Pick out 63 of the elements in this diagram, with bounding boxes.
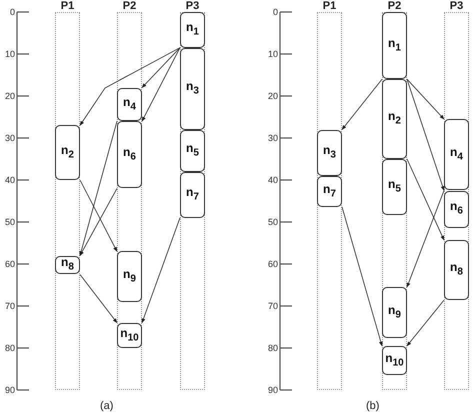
- task-box: n$_{7}$: [317, 176, 342, 207]
- task-box: n$_{5}$: [180, 130, 205, 172]
- lane-label: P3: [184, 0, 200, 12]
- axis-tick-label: 90: [266, 385, 278, 395]
- arrow: [142, 47, 180, 88]
- arrow: [80, 188, 118, 256]
- task-box: n$_{9}$: [382, 287, 407, 338]
- task-box: n$_{1}$: [180, 12, 205, 48]
- task-box: n$_{9}$: [117, 251, 142, 302]
- task-box: n$_{1}$: [382, 12, 407, 80]
- arrow: [80, 274, 118, 324]
- task-box: n$_{8}$: [55, 256, 80, 274]
- panel-caption: (a): [100, 400, 114, 412]
- axis-tick-label: 70: [266, 301, 278, 311]
- lane-label: P2: [386, 0, 402, 12]
- task-box: n$_{4}$: [117, 88, 142, 122]
- axis-tick-label: 30: [4, 133, 15, 143]
- task-box: n$_{6}$: [444, 190, 469, 228]
- axis-tick-label: 30: [266, 133, 278, 143]
- arrow: [342, 206, 383, 346]
- arrow: [142, 217, 180, 324]
- arrow: [406, 158, 444, 240]
- axis-tick-label: 40: [266, 175, 278, 185]
- axis-tick-label: 80: [4, 343, 15, 353]
- axis-tick-label: 20: [266, 91, 278, 101]
- axis-tick-label: 60: [4, 259, 15, 269]
- task-box: n$_{10}$: [382, 346, 407, 375]
- axis-tick-label: 50: [266, 217, 278, 227]
- axis-tick-label: 10: [266, 49, 278, 59]
- task-box: n$_{8}$: [444, 240, 469, 300]
- lane-label: P1: [322, 0, 338, 12]
- arrow: [142, 47, 180, 122]
- axis-tick-label: 20: [4, 91, 15, 101]
- task-box: n$_{4}$: [444, 119, 469, 190]
- axis-tick-label: 0: [8, 7, 15, 17]
- lane-label: P3: [448, 0, 464, 12]
- panel-caption: (b): [366, 400, 380, 412]
- arrow: [342, 78, 382, 130]
- axis-tick-label: 70: [4, 301, 15, 311]
- lane-label: P2: [122, 0, 138, 12]
- axis-tick-label: 60: [266, 259, 278, 269]
- task-box: n$_{2}$: [55, 125, 80, 180]
- task-box: n$_{5}$: [382, 159, 407, 215]
- task-box: n$_{6}$: [117, 121, 142, 188]
- axis-tick-label: 50: [4, 217, 15, 227]
- axis-tick-label: 90: [4, 385, 15, 395]
- task-box: n$_{10}$: [117, 322, 142, 348]
- lane-label: P1: [60, 0, 76, 12]
- axis-tick-label: 40: [4, 175, 15, 185]
- task-box: n$_{7}$: [180, 172, 205, 218]
- axis-tick-label: 0: [272, 7, 278, 17]
- arrow: [79, 120, 118, 256]
- axis-tick-label: 10: [4, 49, 15, 59]
- arrow: [406, 300, 444, 346]
- task-box: n$_{3}$: [180, 48, 205, 130]
- arrow: [406, 190, 444, 288]
- arrow: [80, 47, 180, 126]
- arrow: [80, 180, 118, 252]
- arrow: [406, 78, 444, 120]
- arrow: [406, 78, 444, 191]
- axis-tick-label: 80: [266, 343, 278, 353]
- task-box: n$_{3}$: [317, 130, 342, 176]
- task-box: n$_{2}$: [382, 79, 407, 159]
